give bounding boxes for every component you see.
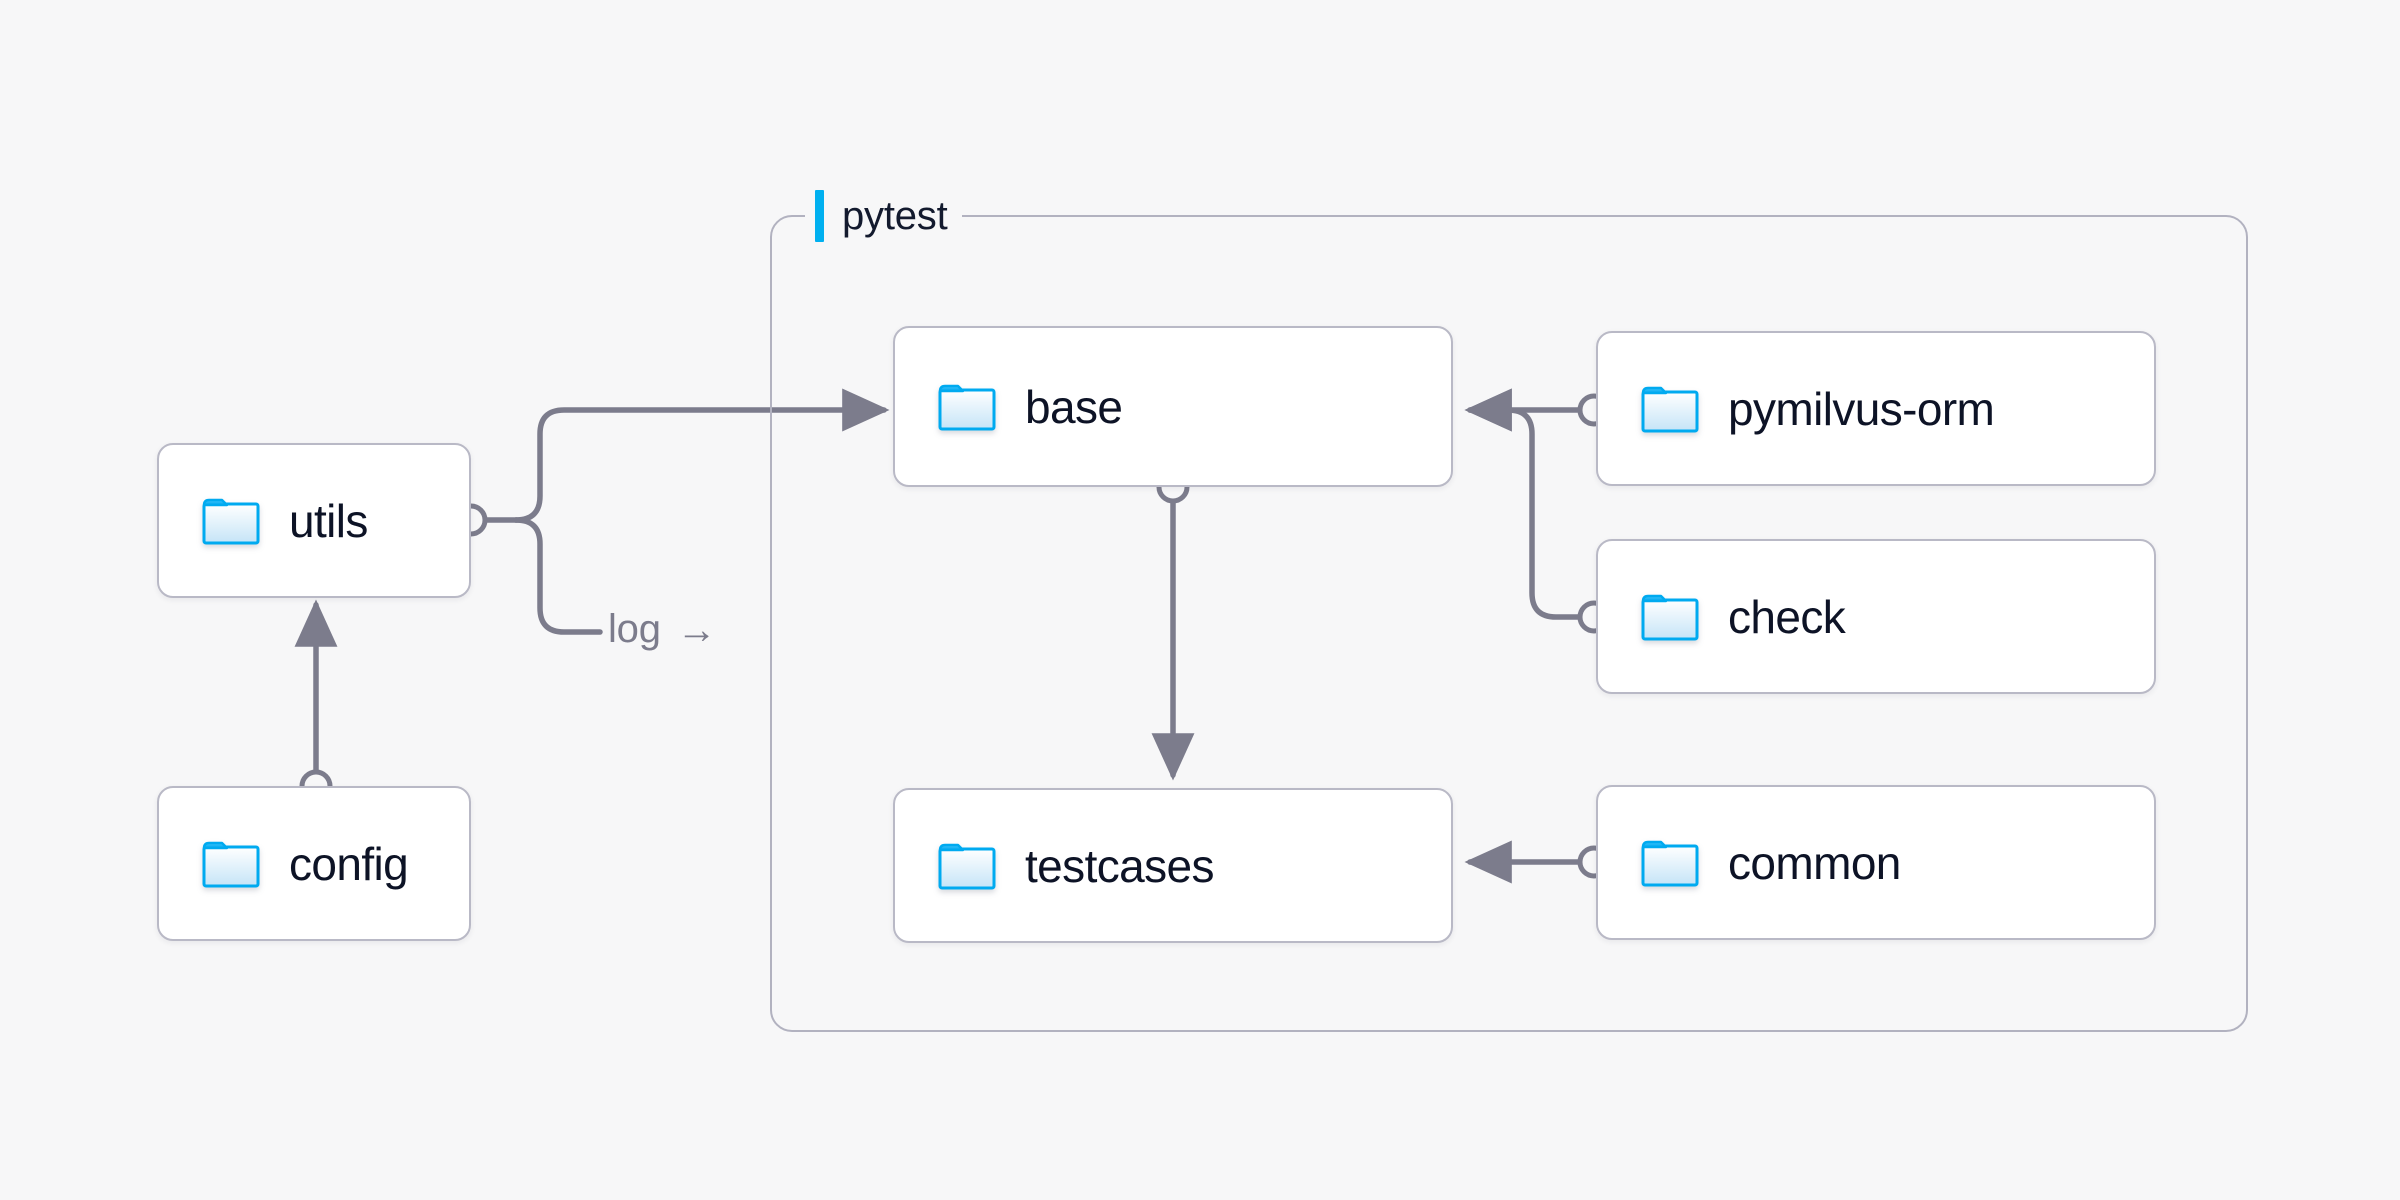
node-pymilvus-orm[interactable]: pymilvus-orm bbox=[1596, 331, 2156, 486]
node-label-check: check bbox=[1728, 590, 1846, 643]
folder-icon bbox=[938, 843, 996, 889]
node-label-testcases: testcases bbox=[1025, 839, 1215, 892]
folder-icon bbox=[202, 498, 260, 544]
node-label-utils: utils bbox=[289, 494, 368, 547]
folder-icon bbox=[1641, 594, 1699, 640]
folder-icon bbox=[202, 841, 260, 887]
node-label-base: base bbox=[1025, 380, 1123, 433]
edge-utils-to-log bbox=[513, 517, 603, 635]
folder-icon bbox=[938, 384, 996, 430]
node-check[interactable]: check bbox=[1596, 539, 2156, 694]
edge-label-log: log → bbox=[608, 607, 717, 652]
edge-label-log-text: log bbox=[608, 607, 661, 651]
node-utils[interactable]: utils bbox=[157, 443, 471, 598]
node-label-pymilvus-orm: pymilvus-orm bbox=[1728, 382, 1995, 435]
node-label-common: common bbox=[1728, 836, 1901, 889]
node-config[interactable]: config bbox=[157, 786, 471, 941]
pytest-group-title: pytest bbox=[842, 193, 948, 238]
pytest-group-container[interactable] bbox=[770, 215, 2248, 1032]
node-common[interactable]: common bbox=[1596, 785, 2156, 940]
arrow-right-icon: → bbox=[676, 607, 717, 652]
folder-icon bbox=[1641, 840, 1699, 886]
accent-bar-icon bbox=[815, 190, 824, 242]
node-label-config: config bbox=[289, 837, 409, 890]
node-base[interactable]: base bbox=[893, 326, 1453, 487]
folder-icon bbox=[1641, 386, 1699, 432]
node-testcases[interactable]: testcases bbox=[893, 788, 1453, 943]
pytest-group-label: pytest bbox=[805, 186, 962, 246]
